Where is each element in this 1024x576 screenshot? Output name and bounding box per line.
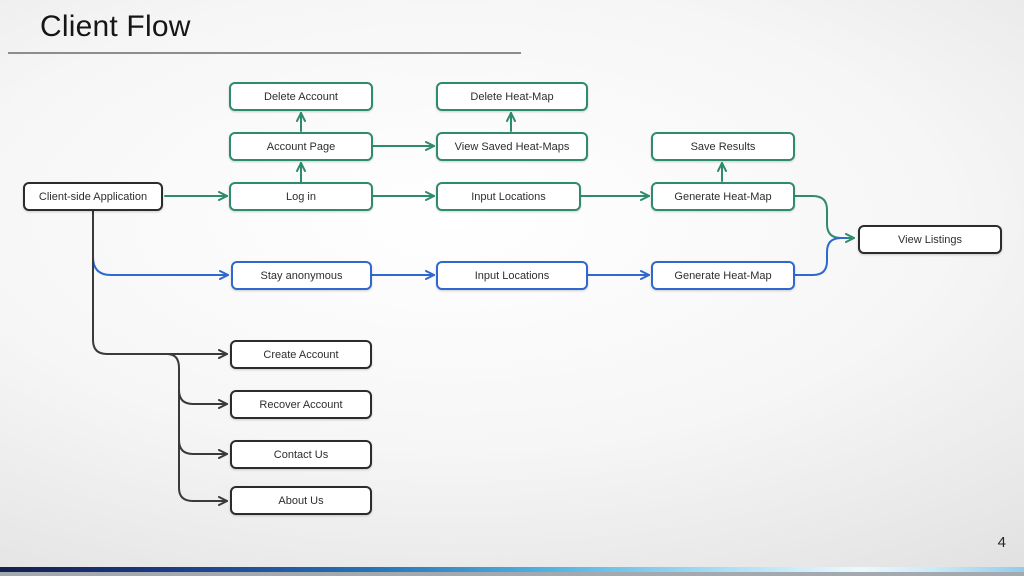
edge-trunk-to-contactus: [178, 439, 228, 454]
node-delete-heat-map: Delete Heat-Map: [436, 82, 588, 111]
node-delete-account: Delete Account: [229, 82, 373, 111]
node-recover-account: Recover Account: [230, 390, 372, 419]
footer-gray-strip: [0, 572, 1024, 576]
node-input-locations-anon: Input Locations: [436, 261, 588, 290]
node-view-saved-heat-maps: View Saved Heat-Maps: [436, 132, 588, 161]
node-client-side-application: Client-side Application: [23, 182, 163, 211]
node-contact-us: Contact Us: [230, 440, 372, 469]
edge-generate-to-viewlistings: [793, 195, 855, 238]
node-account-page: Account Page: [229, 132, 373, 161]
edge-client-to-stayanonymous: [92, 256, 229, 275]
edge-trunk-to-aboutus: [166, 353, 228, 501]
edge-generate-anon-to-viewlistings: [793, 237, 847, 276]
title-underline: [8, 52, 521, 54]
node-create-account: Create Account: [230, 340, 372, 369]
page-number: 4: [997, 534, 1006, 551]
node-view-listings: View Listings: [858, 225, 1002, 254]
node-about-us: About Us: [230, 486, 372, 515]
node-generate-heat-map-auth: Generate Heat-Map: [651, 182, 795, 211]
edge-trunk-to-recoveraccount: [178, 389, 228, 404]
node-stay-anonymous: Stay anonymous: [231, 261, 372, 290]
node-input-locations-auth: Input Locations: [436, 182, 581, 211]
node-log-in: Log in: [229, 182, 373, 211]
node-generate-heat-map-anon: Generate Heat-Map: [651, 261, 795, 290]
node-save-results: Save Results: [651, 132, 795, 161]
footer-accent-bar: [0, 567, 1024, 572]
edge-client-to-createaccount: [92, 210, 228, 354]
page-title: Client Flow: [40, 10, 191, 43]
